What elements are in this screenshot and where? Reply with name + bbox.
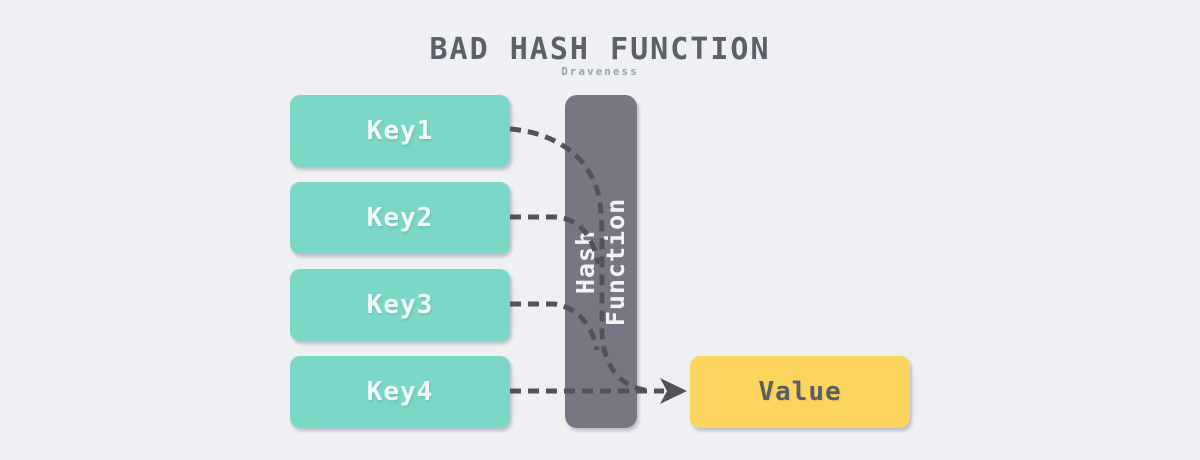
- key1-label: Key1: [366, 116, 434, 146]
- key2-node: Key2: [290, 182, 510, 254]
- key3-node: Key3: [290, 269, 510, 341]
- page-title: BAD HASH FUNCTION: [429, 32, 771, 67]
- hash-function-label: Hash Function: [571, 92, 631, 432]
- key4-label: Key4: [366, 377, 434, 407]
- hash-function-label-line1: Hash: [571, 229, 600, 295]
- key1-node: Key1: [290, 95, 510, 167]
- page-subtitle: Draveness: [561, 65, 639, 78]
- key4-node: Key4: [290, 356, 510, 428]
- hash-function-label-line2: Function: [601, 197, 630, 327]
- value-label: Value: [758, 377, 842, 407]
- arrowhead-icon: [660, 378, 687, 404]
- key2-label: Key2: [366, 203, 434, 233]
- value-node: Value: [690, 356, 910, 428]
- key3-label: Key3: [366, 290, 434, 320]
